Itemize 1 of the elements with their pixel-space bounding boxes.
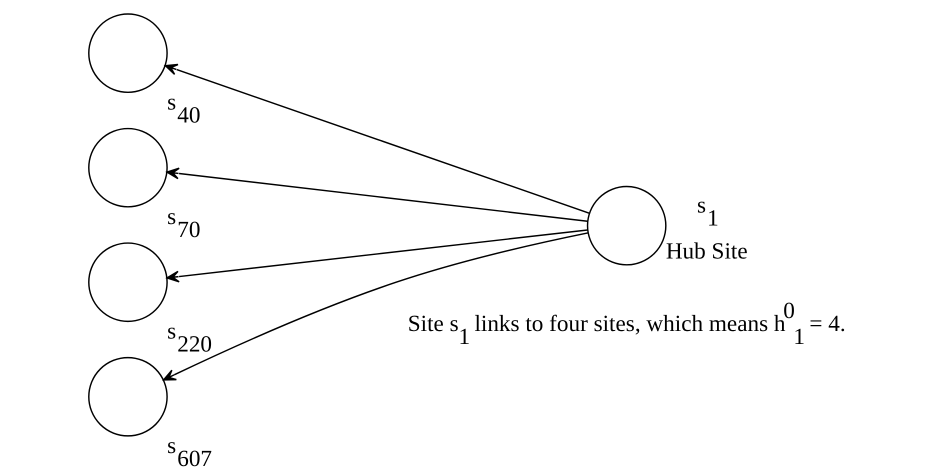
node-label: Hub Site [666,238,748,265]
